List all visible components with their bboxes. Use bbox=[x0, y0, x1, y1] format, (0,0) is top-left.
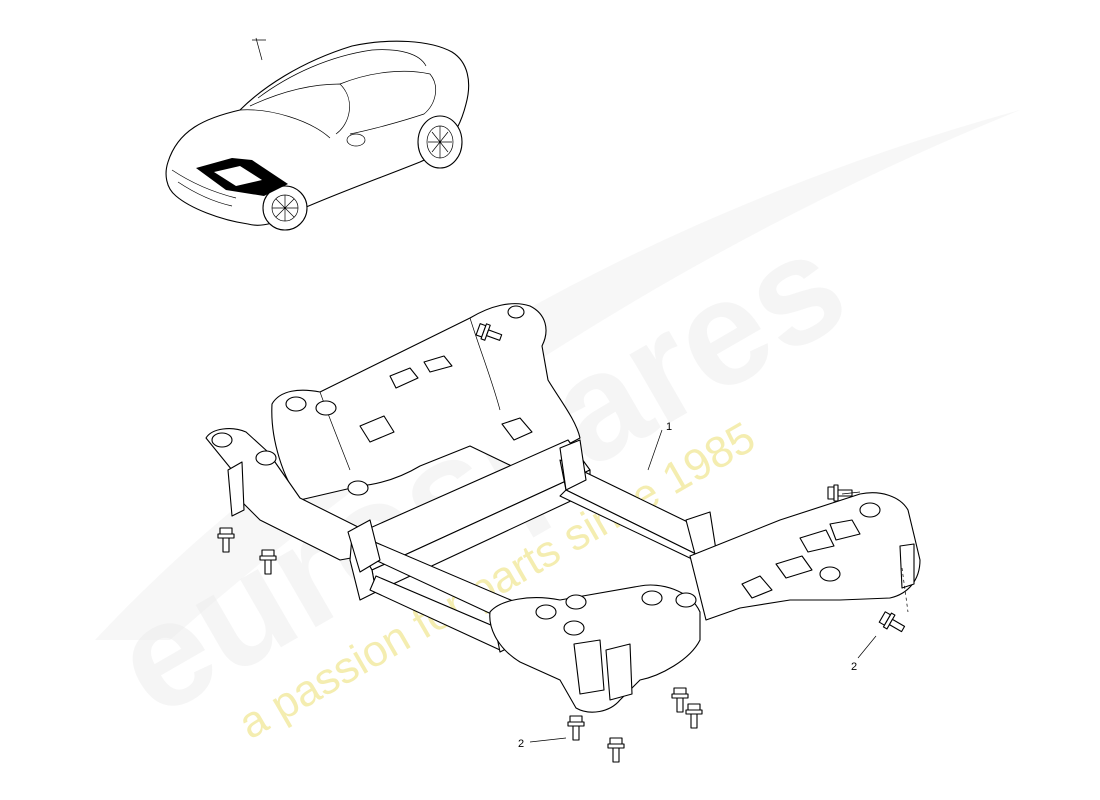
bolt bbox=[217, 527, 235, 553]
bolt bbox=[259, 549, 277, 575]
bolt bbox=[671, 687, 689, 713]
bolts bbox=[217, 323, 906, 763]
callout-item-2-right: 2 bbox=[851, 661, 857, 673]
bolt bbox=[567, 715, 585, 741]
subframe-illustration bbox=[205, 303, 921, 713]
watermark-brand: eurospares bbox=[87, 198, 871, 748]
bolt bbox=[685, 703, 703, 729]
bolt bbox=[827, 484, 853, 502]
car-overview-illustration bbox=[165, 37, 470, 231]
bolt bbox=[607, 737, 625, 763]
callout-item-1: 1 bbox=[666, 421, 672, 433]
leader-lines bbox=[529, 429, 877, 743]
bolt bbox=[475, 323, 503, 341]
callout-item-2-left: 2 bbox=[518, 738, 524, 750]
watermark-swoosh bbox=[95, 110, 1020, 640]
bolt bbox=[878, 611, 906, 633]
